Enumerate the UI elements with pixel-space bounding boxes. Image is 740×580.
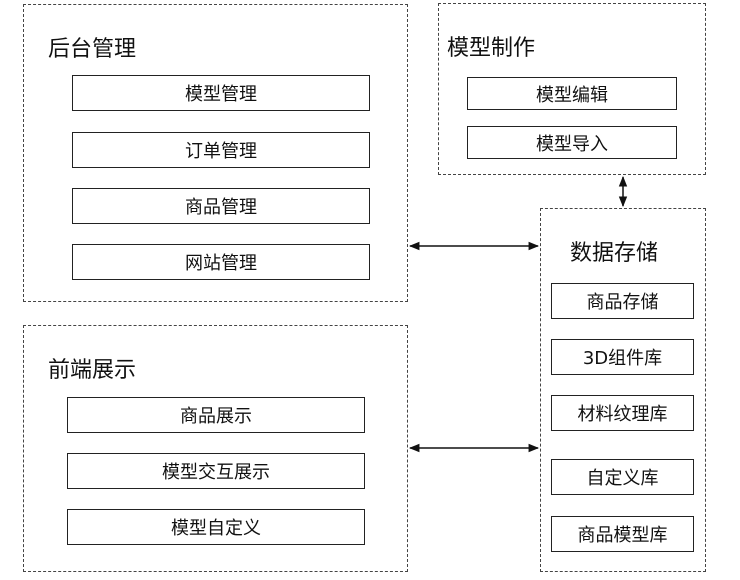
backend-item-site-management: 网站管理 bbox=[72, 244, 370, 280]
frontend-item-product-display: 商品展示 bbox=[67, 397, 365, 433]
storage-title: 数据存储 bbox=[570, 241, 659, 266]
model-making-item-edit: 模型编辑 bbox=[467, 77, 677, 110]
backend-item-product-management: 商品管理 bbox=[72, 188, 370, 224]
model-making-item-import: 模型导入 bbox=[467, 126, 677, 159]
model-making-title: 模型制作 bbox=[447, 36, 536, 61]
storage-item-custom-library: 自定义库 bbox=[551, 459, 694, 495]
storage-item-product-storage: 商品存储 bbox=[551, 283, 694, 319]
backend-item-model-management: 模型管理 bbox=[72, 75, 370, 111]
storage-item-product-model-library: 商品模型库 bbox=[551, 516, 694, 552]
backend-group: 后台管理 模型管理 订单管理 商品管理 网站管理 bbox=[23, 4, 408, 302]
frontend-item-interactive-display: 模型交互展示 bbox=[67, 453, 365, 489]
storage-group: 数据存储 商品存储 3D组件库 材料纹理库 自定义库 商品模型库 bbox=[540, 208, 706, 572]
frontend-group: 前端展示 商品展示 模型交互展示 模型自定义 bbox=[23, 325, 408, 572]
storage-item-3d-components: 3D组件库 bbox=[551, 339, 694, 375]
storage-item-material-texture: 材料纹理库 bbox=[551, 395, 694, 431]
backend-title: 后台管理 bbox=[48, 37, 137, 62]
backend-item-order-management: 订单管理 bbox=[72, 132, 370, 168]
frontend-item-model-customize: 模型自定义 bbox=[67, 509, 365, 545]
frontend-title: 前端展示 bbox=[48, 358, 137, 383]
model-making-group: 模型制作 模型编辑 模型导入 bbox=[438, 3, 706, 175]
